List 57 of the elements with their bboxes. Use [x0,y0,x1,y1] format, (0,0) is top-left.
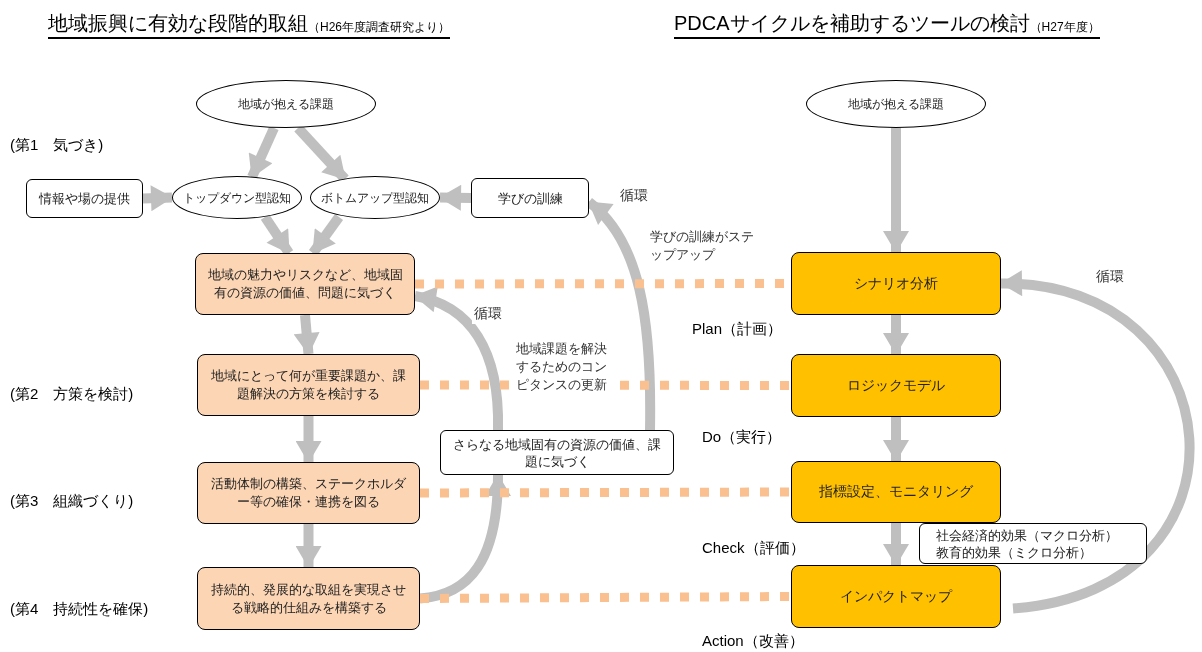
arrow [142,185,173,212]
node-text: シナリオ分析 [853,274,939,293]
node-text: 教育的効果（ミクロ分析） [936,543,1092,561]
node-text: さらなる地域固有の資源の価値、課題に気づく [452,435,662,470]
arrow [293,314,320,355]
phase-label: Action（改善） [702,631,805,651]
node-text: 地域にとって何が重要課題か、課題解決の方策を検討する [210,367,407,403]
arrow [883,523,909,566]
step-box [197,354,420,416]
dotted-connector [419,592,792,603]
tool-box [791,354,1001,417]
note-text: 学びの訓練がステップアップ [650,228,755,264]
stage-label: (第2 方策を検討) [10,384,135,404]
phase-label: Check（評価） [702,538,806,558]
heading-note: （H26年度調査研究より） [308,19,450,36]
arrow [419,474,511,604]
node-text: ボトムアップ型認知 [320,189,430,206]
arrow [1000,272,1195,614]
node-text: 地域の魅力やリスクなど、地域固有の資源の価値、問題に気づく [206,266,404,302]
process-box [471,178,589,218]
heading: 地域振興に有効な段階的取組 [48,11,308,36]
heading: PDCAサイクルを補助するツールの検討 [674,11,1030,36]
heading-note: （H27年度） [1029,20,1100,36]
edge-label: 循環 [472,303,504,324]
note-box [919,523,1147,564]
tool-box [791,461,1001,523]
arrow [295,524,322,568]
step-box [197,567,420,630]
process-box [26,179,143,218]
node-text: 地域が抱える課題 [237,96,335,112]
arrow [883,417,909,462]
tool-box [791,565,1001,628]
phase-label: Plan（計画） [692,319,784,339]
node-text: 学びの訓練 [496,189,564,207]
phase-label: Do（実行） [702,427,783,447]
node-text: 持続的、発展的な取組を実現させる戦略的仕組みを構築する [210,580,407,617]
node-text: ロジックモデル [846,376,946,395]
stage-label: (第4 持続性を確保) [10,599,150,619]
node-text: トップダウン型認知 [182,189,292,206]
arrow [439,184,472,211]
node-text: インパクトマップ [839,587,954,606]
stage-label: (第3 組織づくり) [10,491,135,511]
node-text: 地域が抱える課題 [847,96,945,112]
step-box [197,462,420,524]
arrow [413,287,503,431]
process-box [440,430,674,475]
node-text: 情報や場の提供 [38,190,131,207]
stage-label: (第1 気づき) [10,135,105,155]
dotted-connector [420,487,791,498]
node-text: 活動体制の構築、ステークホルダー等の確保・連携を図る [210,475,407,511]
tool-box [791,252,1001,315]
node-text: 社会経済的効果（マクロ分析） [936,526,1118,544]
node-text: 指標設定、モニタリング [818,483,974,501]
arrow [883,128,909,253]
step-box [195,253,415,315]
arrow [883,315,909,355]
arrow [295,416,322,463]
